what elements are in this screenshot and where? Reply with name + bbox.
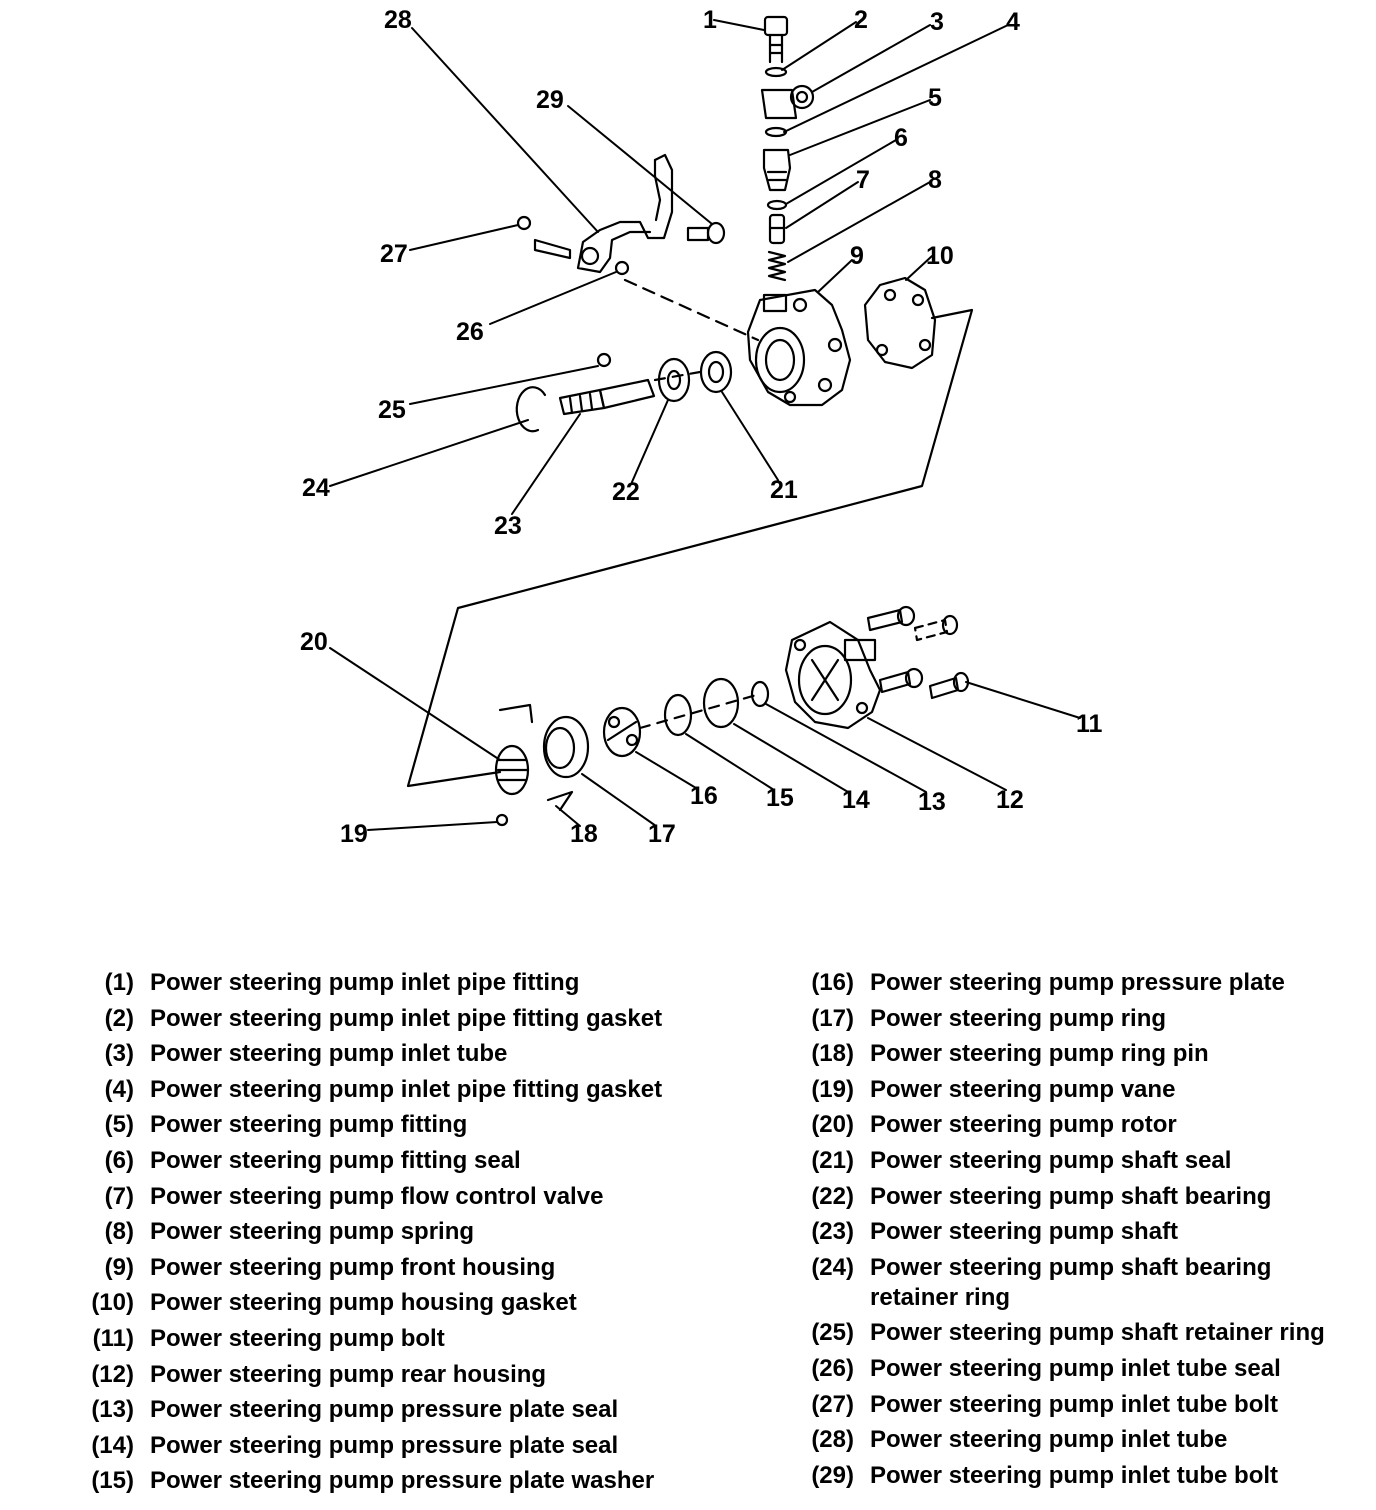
legend-item: (26)Power steering pump inlet tube seal [811, 1354, 1281, 1382]
legend-item: (10)Power steering pump housing gasket [91, 1289, 577, 1317]
legend-item: (5)Power steering pump fitting [104, 1111, 468, 1139]
legend-item: (14)Power steering pump pressure plate s… [91, 1431, 619, 1459]
parts-legend-left: (1)Power steering pump inlet pipe fittin… [60, 968, 740, 1502]
legend-item: (19)Power steering pump vane [811, 1075, 1176, 1103]
callout-20: 20 [300, 628, 328, 656]
front-housing [746, 288, 852, 407]
callout-17: 17 [648, 820, 676, 848]
pump-rotor [494, 744, 530, 796]
housing-gasket [863, 276, 937, 370]
assembly-guide-line [406, 308, 974, 788]
legend-item: (9)Power steering pump front housing [104, 1253, 556, 1281]
callout-8: 8 [928, 166, 942, 194]
callout-19: 19 [340, 820, 368, 848]
callout-11: 11 [1076, 710, 1103, 738]
legend-item: (21)Power steering pump shaft seal [811, 1146, 1232, 1174]
pressure-plate-seal-13 [750, 680, 770, 708]
pump-fitting [762, 148, 792, 192]
rear-housing [784, 620, 882, 730]
shaft-retainer-ring [596, 352, 612, 368]
legend-item: (13)Power steering pump pressure plate s… [91, 1396, 619, 1424]
callout-14: 14 [842, 786, 870, 814]
callout-21: 21 [770, 476, 798, 504]
legend-item: (17)Power steering pump ring [811, 1004, 1167, 1032]
legend-item: (12)Power steering pump rear housing [91, 1360, 547, 1388]
pressure-plate [602, 706, 642, 758]
fitting-seal [766, 199, 788, 211]
callout-23: 23 [494, 512, 522, 540]
pump-ring [542, 715, 590, 779]
fitting-gasket [764, 66, 788, 78]
legend-item: (11)Power steering pump bolt [92, 1324, 445, 1352]
inlet-tube-fitting [760, 84, 815, 120]
flow-control-valve [768, 213, 786, 245]
legend-item: (24)Power steering pump shaft bearing re… [811, 1253, 1272, 1311]
callout-6: 6 [894, 124, 908, 152]
legend-item: (22)Power steering pump shaft bearing [811, 1182, 1272, 1210]
spring-coil [767, 250, 787, 282]
ring-pin [498, 703, 574, 812]
callout-29: 29 [536, 86, 564, 114]
shaft-bearing [657, 357, 691, 403]
legend-item: (8)Power steering pump spring [104, 1218, 475, 1246]
tube-bolt-27 [516, 215, 572, 260]
callout-18: 18 [570, 820, 598, 848]
pressure-plate-washer [663, 693, 693, 737]
inlet-pipe-fitting [763, 15, 789, 64]
callout-12: 12 [996, 786, 1024, 814]
legend-item: (6)Power steering pump fitting seal [104, 1146, 521, 1174]
legend-item: (27)Power steering pump inlet tube bolt [811, 1390, 1279, 1418]
callout-16: 16 [690, 782, 718, 810]
pump-vane [495, 813, 509, 827]
legend-item: (29)Power steering pump inlet tube bolt [811, 1461, 1279, 1489]
exploded-view-diagram: 1 2 3 4 5 6 7 8 9 10 11 12 13 14 15 16 1… [300, 6, 1103, 848]
pressure-plate-seal-14 [702, 677, 740, 729]
callout-7: 7 [856, 166, 870, 194]
callout-3: 3 [930, 8, 944, 36]
callout-10: 10 [926, 242, 954, 270]
legend-item: (23)Power steering pump shaft [811, 1218, 1179, 1246]
legend-item: (15)Power steering pump pressure plate w… [91, 1467, 655, 1495]
callout-1: 1 [703, 6, 717, 34]
callout-27: 27 [380, 240, 408, 268]
shaft-seal [699, 350, 733, 394]
legend-item: (16)Power steering pump pressure plate [811, 969, 1285, 996]
bearing-retainer-ring [515, 386, 547, 433]
callout-26: 26 [456, 318, 484, 346]
legend-item: (18)Power steering pump ring pin [811, 1040, 1209, 1068]
legend-item: (3)Power steering pump inlet tube [104, 1040, 508, 1068]
callout-13: 13 [918, 788, 946, 816]
callout-22: 22 [612, 478, 640, 506]
legend-item: (7)Power steering pump flow control valv… [104, 1182, 604, 1210]
callout-5: 5 [928, 84, 942, 112]
callout-2: 2 [854, 6, 868, 34]
callout-28: 28 [384, 6, 412, 34]
parts-legend-right: (16)Power steering pump pressure plate (… [796, 968, 1371, 1496]
legend-item: (20)Power steering pump rotor [811, 1111, 1177, 1139]
legend-item: (4)Power steering pump inlet pipe fittin… [104, 1075, 663, 1103]
legend-item: (1)Power steering pump inlet pipe fittin… [104, 969, 580, 996]
callout-25: 25 [378, 396, 406, 424]
callout-4: 4 [1006, 8, 1020, 36]
legend-item: (28)Power steering pump inlet tube [811, 1426, 1228, 1454]
legend-item: (25)Power steering pump shaft retainer r… [811, 1319, 1325, 1347]
legend-item: (2)Power steering pump inlet pipe fittin… [104, 1004, 663, 1032]
rear-housing-bolts [866, 605, 970, 700]
inlet-tube [576, 153, 674, 276]
callout-15: 15 [766, 784, 794, 812]
pump-shaft [558, 378, 656, 416]
inlet-tube-bolt [686, 221, 726, 245]
callout-24: 24 [302, 474, 330, 502]
callout-9: 9 [850, 242, 864, 270]
